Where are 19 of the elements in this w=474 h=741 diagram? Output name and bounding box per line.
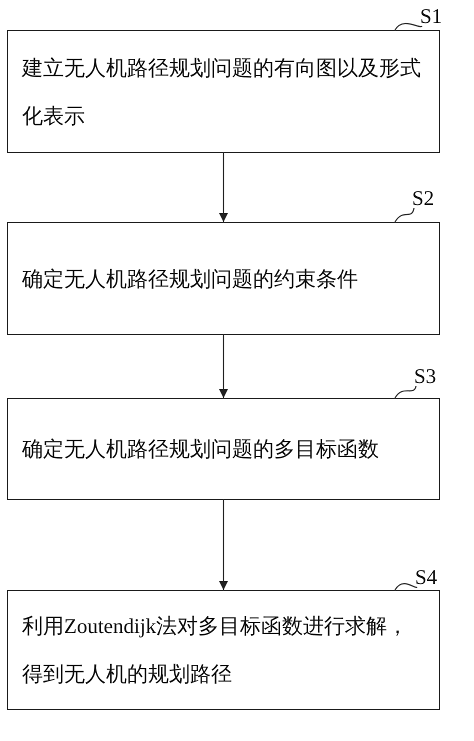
arrow [219,500,228,590]
process-box [7,590,440,710]
leader-line [394,583,418,590]
step-label: S1 [420,4,442,28]
step-text: 利用Zoutendijk法对多目标函数进行求解，得到无人机的规划路径 [21,613,410,688]
step-text: 确定无人机路径规划问题的约束条件 [21,266,359,292]
process-box [7,398,440,500]
step-label: S3 [414,364,436,388]
process-box [7,30,440,153]
step-label: S2 [412,186,434,210]
step-text: 建立无人机路径规划问题的有向图以及形式化表示 [20,54,422,130]
arrow [219,335,228,398]
leader-line [394,208,415,222]
arrow [219,153,228,222]
leader-line [394,386,417,398]
step-text: 确定无人机路径规划问题的多目标函数 [21,436,380,463]
leader-line [394,22,422,30]
step-label: S4 [415,565,438,589]
process-box [7,222,440,335]
